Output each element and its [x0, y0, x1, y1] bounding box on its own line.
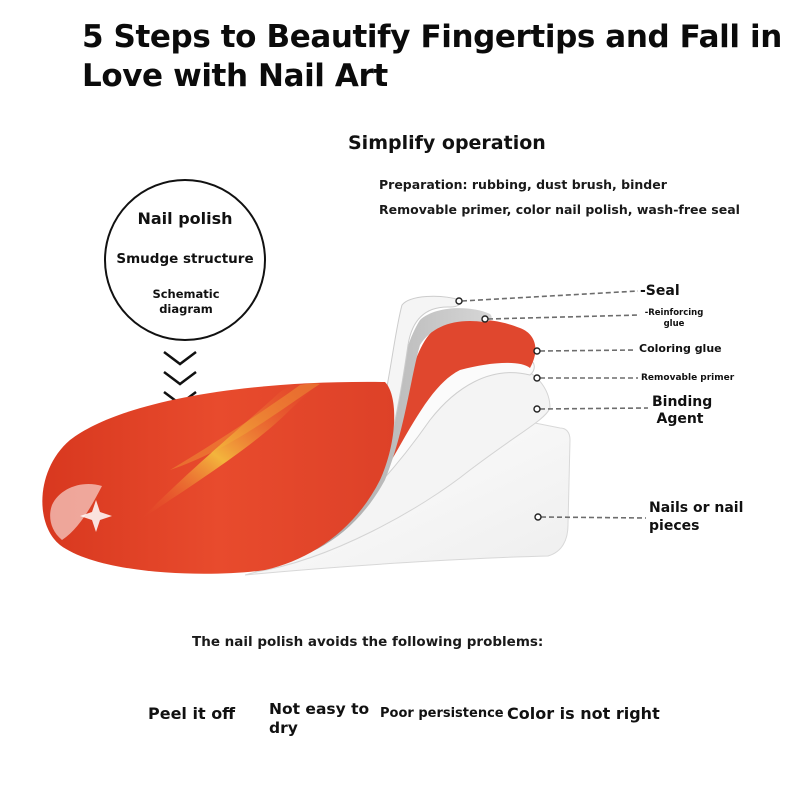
description-line-2: Removable primer, color nail polish, was… — [379, 202, 740, 217]
sparkle-icon — [80, 500, 112, 532]
layer-label-reinforcing-glue: -Reinforcing glue — [644, 308, 704, 329]
layer-label-coloring-glue: Coloring glue — [639, 342, 722, 355]
problems-heading: The nail polish avoids the following pro… — [192, 634, 544, 650]
polish-shimmer — [140, 383, 318, 520]
layer-label-binding-agent: Binding Agent — [652, 394, 713, 427]
coloring-glue-layer — [260, 319, 536, 568]
problem-item: Color is not right — [507, 704, 660, 723]
problem-item: Poor persistence — [380, 706, 504, 721]
schematic-circle: Nail polish Smudge structure Schematic d… — [104, 179, 266, 341]
polish-shimmer — [170, 383, 320, 470]
layer-label-seal: -Seal — [640, 283, 680, 299]
description-line-1: Preparation: rubbing, dust brush, binder — [379, 177, 667, 192]
section-subtitle: Simplify operation — [348, 132, 546, 154]
circle-title: Nail polish — [137, 209, 233, 228]
problem-item: Not easy to dry — [269, 700, 370, 737]
layer-label-nails: Nails or nail pieces — [649, 500, 744, 534]
circle-caption: Schematic diagram — [152, 287, 220, 316]
problem-item: Peel it off — [148, 704, 236, 723]
nail-highlight — [50, 484, 102, 540]
circle-subtitle: Smudge structure — [116, 251, 254, 267]
page-title: 5 Steps to Beautify Fingertips and Fall … — [82, 19, 782, 94]
layer-label-removable-primer: Removable primer — [641, 373, 735, 383]
polished-nail — [42, 381, 395, 574]
